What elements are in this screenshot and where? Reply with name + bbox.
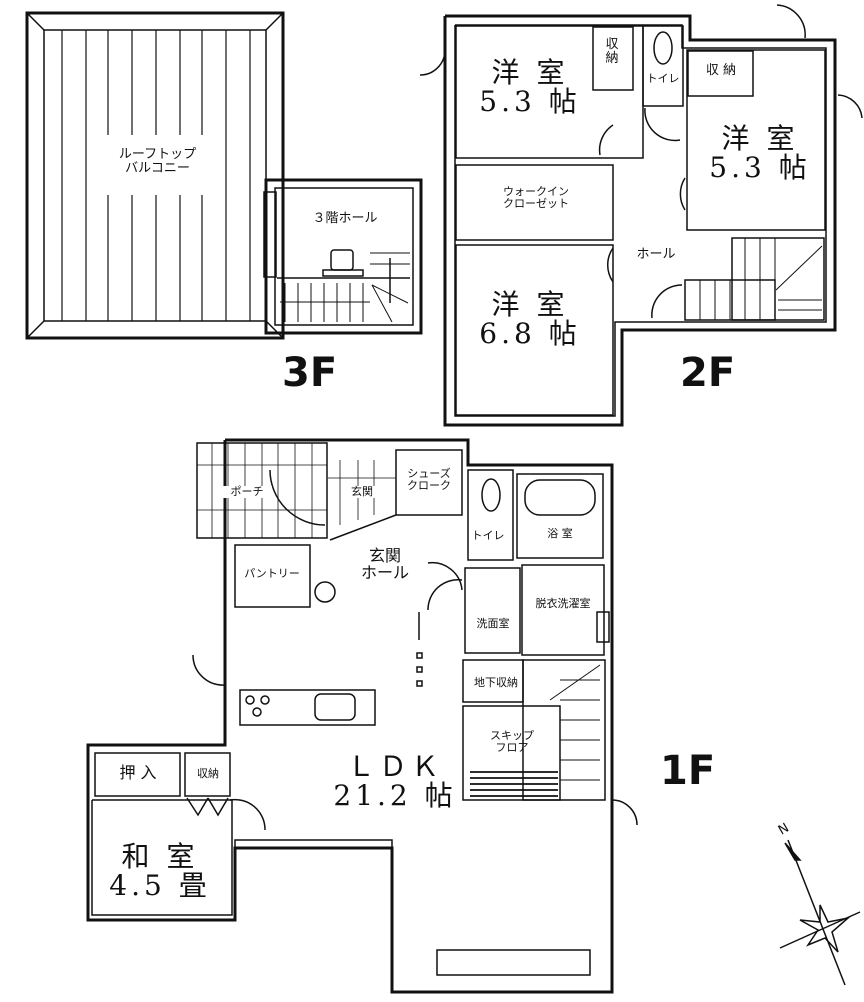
toilet-1f-label: トイレ (471, 529, 505, 542)
japanese-room-label: 和 室 4.5 畳 (109, 840, 211, 903)
third-floor-hall-outline (263, 178, 423, 335)
storage-b-label: 収 納 (705, 63, 737, 78)
floor-label-3f: 3F (282, 350, 338, 396)
skip-floor-label: スキップ フロア (490, 729, 534, 754)
oshiire-closet-label: 押 入 (119, 763, 157, 782)
hall-2f-label: ホール (636, 247, 676, 262)
floor-label-1f: 1F (660, 748, 716, 794)
bathroom-label: 浴 室 (547, 527, 573, 540)
entrance-hall-label: 玄関 ホール (360, 546, 409, 582)
washroom-label: 洗面室 (476, 617, 510, 630)
western-room-a-label: 洋 室 5.3 帖 (479, 56, 581, 119)
shoes-cloak-label: シューズ クローク (407, 467, 451, 492)
walk-in-closet-label: ウォークイン クローゼット (503, 185, 569, 210)
first-floor-outline (86, 438, 614, 994)
ldk-label: ＬＤＫ 21.2 帖 (333, 750, 457, 813)
rooftop-balcony-label: ルーフトップ バルコニー (118, 147, 197, 176)
porch-label: ポーチ (222, 486, 272, 498)
storage-1f-label: 収納 (197, 767, 219, 780)
rooftop-balcony-outline (25, 11, 285, 340)
second-floor-outline (443, 14, 837, 427)
compass-rose-icon (779, 839, 861, 986)
floor-label-2f: 2F (680, 350, 736, 396)
laundry-room-label: 脱衣洗濯室 (535, 597, 591, 610)
toilet-2f-label: トイレ (646, 72, 680, 85)
pantry-label: パントリー (244, 567, 300, 580)
storage-a-label: 収 納 (605, 37, 619, 66)
underfloor-storage-label: 地下収納 (474, 676, 518, 689)
western-room-b-label: 洋 室 5.3 帖 (709, 122, 811, 185)
third-floor-hall-label: ３階ホール (312, 211, 378, 226)
western-room-c-label: 洋 室 6.8 帖 (479, 288, 581, 351)
entrance-label: 玄関 (342, 486, 382, 498)
